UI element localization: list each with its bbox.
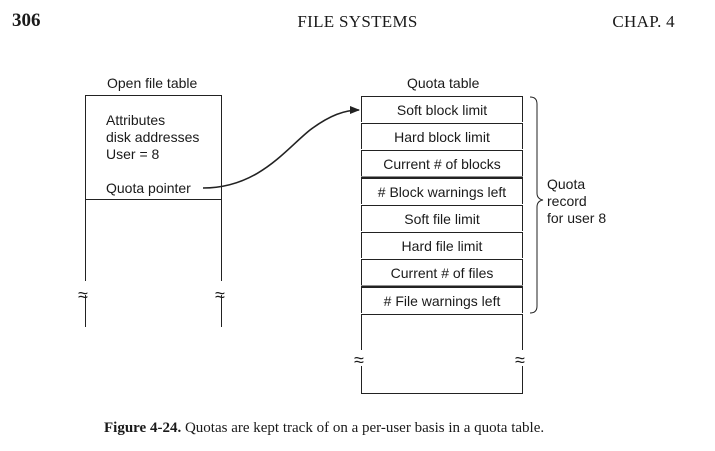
quota-row-current-blocks: Current # of blocks — [361, 150, 523, 176]
brace-label-line-2: record — [547, 193, 587, 209]
open-file-table-left-border-upper — [85, 95, 86, 281]
open-file-entry-line-1: Attributes — [106, 112, 166, 128]
figure-caption: Figure 4-24. Quotas are kept track of on… — [104, 420, 544, 437]
quota-record-brace — [529, 96, 544, 314]
figure-caption-text: Quotas are kept track of on a per-user b… — [184, 420, 545, 436]
brace-label-line-3: for user 8 — [547, 210, 607, 226]
brace-label-line-1: Quota — [547, 176, 586, 192]
quota-row-hard-block-limit: Hard block limit — [361, 123, 523, 149]
open-file-table — [85, 95, 222, 327]
break-mark-qt-right: ≈ — [515, 350, 525, 370]
open-file-entry-line-3: User = 8 — [106, 146, 160, 162]
break-mark-oft-right: ≈ — [215, 285, 225, 305]
open-file-table-right-border-upper — [221, 95, 222, 281]
open-file-table-top-border — [85, 95, 222, 96]
open-file-table-right-border-lower — [221, 295, 222, 327]
chapter-label: CHAP. 4 — [612, 12, 675, 31]
break-mark-qt-left: ≈ — [354, 350, 364, 370]
page-number: 306 — [12, 10, 41, 31]
break-mark-oft-left: ≈ — [78, 285, 88, 305]
open-file-table-title: Open file table — [107, 75, 198, 91]
running-title: FILE SYSTEMS — [297, 12, 418, 31]
quota-row-soft-block-limit: Soft block limit — [361, 96, 523, 122]
quota-pointer-label: Quota pointer — [106, 180, 191, 196]
quota-pointer-arrow — [202, 106, 360, 189]
figure-number: Figure 4-24. — [104, 420, 182, 436]
open-file-table-left-border-lower — [85, 295, 86, 327]
quota-row-hard-file-limit: Hard file limit — [361, 232, 523, 258]
quota-row-current-files: Current # of files — [361, 259, 523, 285]
quota-row-soft-file-limit: Soft file limit — [361, 205, 523, 231]
quota-table-title: Quota table — [407, 75, 480, 91]
open-file-entry-line-2: disk addresses — [106, 129, 200, 145]
